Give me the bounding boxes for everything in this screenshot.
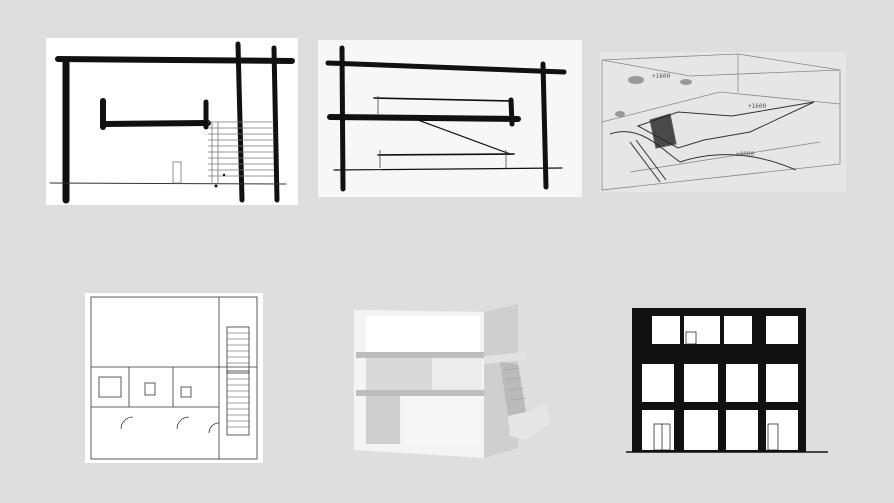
plan-sketch-image (85, 293, 263, 463)
perspective-sketch-image: +1600 +1600 ±0000 (600, 52, 846, 192)
perspective-annotation-1: +1600 (652, 73, 670, 80)
plan-sketch-drawing (90, 296, 258, 460)
perspective-annotation-3: ±0000 (736, 151, 754, 158)
perspective-annotation-2: +1600 (748, 103, 766, 110)
perspective-sketch-drawing: +1600 +1600 ±0000 (601, 53, 841, 191)
model-photo-render (354, 304, 550, 458)
model-photo-image (350, 300, 554, 458)
section-sketch-image-1 (46, 38, 298, 205)
elevation-drawing-image (626, 306, 828, 456)
section-sketch-image-2 (318, 40, 582, 197)
section-sketch-drawing-2 (325, 45, 567, 192)
section-sketch-drawing-1 (49, 41, 295, 204)
elevation-drawing-render (626, 308, 828, 453)
